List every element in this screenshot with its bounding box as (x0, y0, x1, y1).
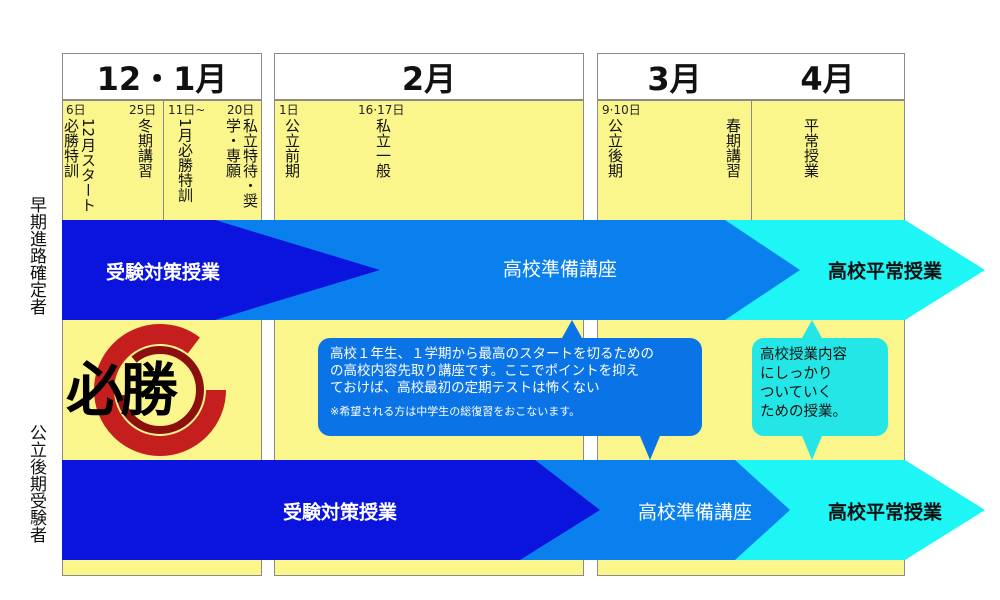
event-date: 6日 (66, 103, 86, 117)
label-hs-prep-public: 高校準備講座 (637, 501, 753, 524)
bubble-blue-line: ておけば、高校最初の定期テストは怖くない (330, 380, 600, 396)
row-label-early: 早期進路確定者 (26, 196, 46, 315)
event-date: 16·17日 (358, 103, 405, 117)
event-date: 25日 (129, 103, 157, 117)
event-text: 冬期講習 (136, 118, 154, 178)
event-text: 私立特待・奨学・専願 (224, 118, 259, 208)
logo-brush-ring-inner (116, 346, 204, 434)
label-hs-regular-public: 高校平常授業 (827, 501, 943, 524)
bubble-cyan-line: 高校授業内容 (760, 347, 847, 363)
bubble-cyan-tail-down (802, 436, 822, 460)
logo-brush-ring (94, 324, 226, 456)
row-label-public: 公立後期受験者 (26, 424, 46, 543)
event-text: 私立一般 (374, 118, 392, 178)
month-header-mar-apr: 3月 4月 (597, 53, 905, 100)
bubble-cyan-line: ついていく (760, 385, 833, 401)
bubble-hs-prep-description: 高校１年生、１学期から最高のスタートを切るための の高校内容先取り講座です。ここ… (318, 338, 702, 436)
hissho-logo: 必勝 (66, 356, 178, 424)
event-text: 1月必勝特訓 (176, 118, 194, 203)
label-exam-prep-public: 受験対策授業 (282, 501, 398, 524)
arrow-exam-prep-public (62, 460, 600, 560)
event-text: 平常授業 (802, 118, 820, 178)
event-text: 公立前期 (283, 118, 301, 178)
divider-jan (163, 100, 164, 220)
event-text: 公立後期 (606, 118, 624, 178)
event-text: 12月スタート必勝特訓 (62, 118, 97, 213)
bubble-blue-note: ※希望される方は中学生の総復習をおこないます。 (330, 405, 581, 418)
bubble-hs-regular-description: 高校授業内容 にしっかり ついていく ための授業。 (752, 338, 888, 436)
bubble-blue-tail-down (640, 436, 660, 460)
bubble-cyan-line: にしっかり (760, 366, 833, 382)
bubble-blue-line: 高校１年生、１学期から最高のスタートを切るための (330, 346, 654, 362)
arrow-exam-prep-early (62, 220, 380, 320)
month-apr: 4月 (800, 59, 855, 98)
bubble-cyan-tail-up (802, 320, 822, 338)
label-exam-prep-early: 受験対策授業 (105, 261, 221, 284)
label-hs-regular-early: 高校平常授業 (827, 260, 943, 283)
bubble-cyan-line: ための授業。 (760, 404, 847, 420)
event-date: 11日~ (168, 103, 206, 117)
label-hs-prep-early: 高校準備講座 (502, 258, 618, 281)
divider-apr (751, 100, 752, 220)
month-header-feb: 2月 (274, 53, 584, 100)
bubble-blue-tail-up (562, 320, 582, 338)
event-date: 1日 (279, 103, 299, 117)
event-date: 9·10日 (602, 103, 641, 117)
event-date: 20日 (227, 103, 255, 117)
month-header-dec-jan: 12・1月 (62, 53, 262, 100)
bubble-blue-line: の高校内容先取り講座です。ここでポイントを抑え (330, 363, 640, 379)
month-mar: 3月 (647, 59, 702, 98)
event-text: 春期講習 (724, 118, 742, 178)
